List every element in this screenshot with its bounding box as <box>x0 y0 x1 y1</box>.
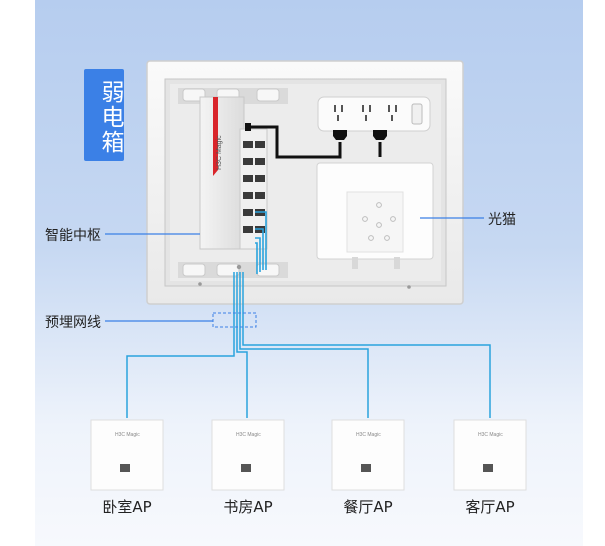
ap-label-living: 客厅AP <box>465 498 515 516</box>
ap-label-dining: 餐厅AP <box>343 498 393 516</box>
ap-brand-4: H3C Magic <box>478 432 503 438</box>
smart-hub-device: H3C Magic <box>199 96 268 250</box>
modem-label: 光猫 <box>488 212 516 228</box>
wall-ap-study <box>211 419 285 491</box>
wall-ap-bedroom <box>90 419 164 491</box>
ap-brand-2: H3C Magic <box>236 432 261 438</box>
cable-label: 预埋网线 <box>45 315 101 331</box>
network-cables <box>255 211 267 274</box>
ap-brand-3: H3C Magic <box>356 432 381 438</box>
hub-label: 智能中枢 <box>45 228 101 244</box>
wall-ap-living <box>453 419 527 491</box>
wall-ap-dining <box>331 419 405 491</box>
power-plugs <box>245 123 387 140</box>
embedded-cable-marker <box>212 312 257 328</box>
cable-bundle <box>126 272 491 418</box>
optical-modem-device <box>316 162 434 269</box>
svg-text:H3C Magic: H3C Magic <box>216 135 223 170</box>
power-strip <box>317 96 431 132</box>
box-title: 弱电箱 <box>84 69 124 161</box>
ap-label-bedroom: 卧室AP <box>102 498 152 516</box>
ap-brand-1: H3C Magic <box>115 432 140 438</box>
callout-leaders <box>105 217 484 322</box>
power-cables <box>249 125 382 159</box>
ap-label-study: 书房AP <box>223 498 273 516</box>
